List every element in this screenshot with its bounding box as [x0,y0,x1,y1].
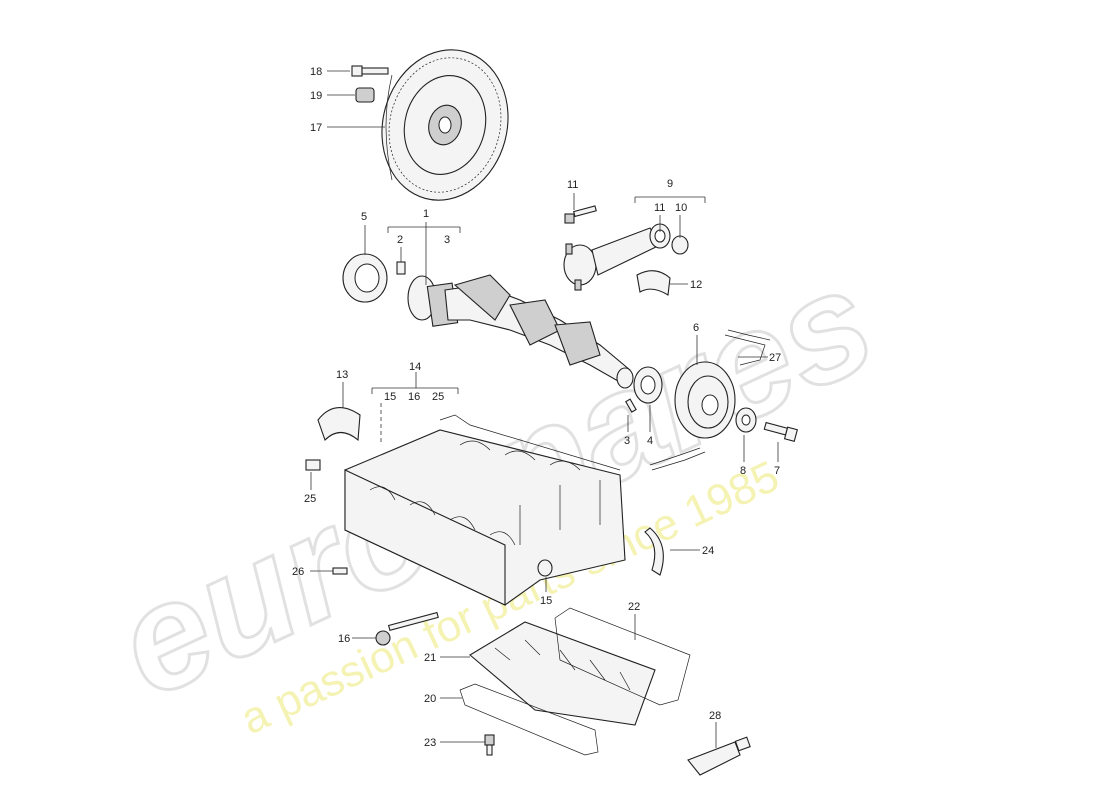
sleeve-drawing [537,559,553,577]
callout-14: 14 [409,361,421,373]
callout-2: 2 [397,234,403,246]
callout-3-top: 3 [444,234,450,246]
callout-21: 21 [424,652,436,664]
main-bearing-shell-drawing [317,407,361,442]
callout-25-top: 25 [432,391,444,403]
callout-24: 24 [702,545,714,557]
pulley-drawing [649,329,771,471]
callout-28: 28 [709,710,721,722]
pulley-bolt-drawing [763,421,799,443]
callout-4: 4 [647,435,653,447]
callout-1: 1 [423,208,429,220]
rod-bush-drawing [671,235,689,255]
callout-6: 6 [693,322,699,334]
rear-seal-drawing [342,253,388,303]
dowel-pin-drawing [396,261,406,275]
callout-18: 18 [310,66,322,78]
callout-20: 20 [424,693,436,705]
crankshaft-drawing [407,274,634,389]
callout-10: 10 [675,202,687,214]
pin-26-drawing [332,567,348,575]
stud-drawing [305,459,321,471]
callout-27: 27 [769,352,781,364]
callout-7: 7 [774,465,780,477]
callout-9: 9 [667,178,673,190]
callout-13: 13 [336,369,348,381]
flywheel-drawing [381,49,509,201]
callout-16-top: 16 [408,391,420,403]
rod-bolt-drawing [564,205,597,224]
callout-numbers: 18 19 17 5 1 2 3 11 9 11 10 12 6 27 13 1… [292,66,781,749]
leader-lines [310,70,779,748]
seal-24-drawing [644,527,664,576]
gasket-20-drawing [459,683,599,756]
callout-23: 23 [424,737,436,749]
callout-15-bottom: 15 [540,595,552,607]
callout-5: 5 [361,211,367,223]
flywheel-nut-drawing [355,87,375,103]
callout-15-top: 15 [384,391,396,403]
callout-25-bottom: 25 [304,493,316,505]
pulley-washer-drawing [735,407,757,433]
sealant-tube-drawing [687,736,751,776]
front-seal-drawing [633,366,663,404]
callout-8: 8 [740,465,746,477]
gasket-22-drawing [554,607,691,706]
callout-3-bottom: 3 [624,435,630,447]
callout-11-rod: 11 [654,202,665,214]
callout-22: 22 [628,601,640,613]
callout-19: 19 [310,90,322,102]
callout-17: 17 [310,122,322,134]
callout-12: 12 [690,279,702,291]
rod-bearing-drawing [636,270,671,296]
crankcase-drawing [344,414,626,606]
callout-26: 26 [292,566,304,578]
pin-drawing [625,398,637,413]
flywheel-bolt-drawing [351,65,389,77]
crankcase-bolt-drawing [375,611,439,646]
callout-16-bottom: 16 [338,633,350,645]
callout-11-bolt: 11 [567,179,578,191]
oil-baffle-drawing [469,621,656,726]
screw-drawing [484,734,495,756]
